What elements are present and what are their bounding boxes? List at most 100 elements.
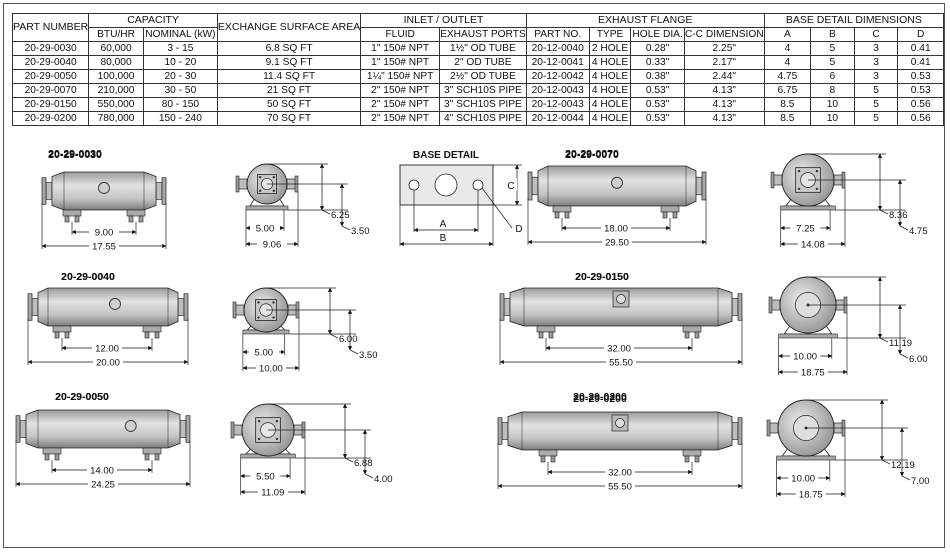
overall-dim-label-bg	[257, 486, 288, 497]
overall-dim-label: 9.06	[263, 240, 282, 251]
base-dim-label: 5.00	[255, 348, 274, 359]
end-collar	[531, 176, 539, 196]
table-header-row: PART NUMBER CAPACITY EXCHANGE SURFACE AR…	[11, 13, 945, 42]
base-leg	[128, 215, 134, 223]
fluid-port	[611, 176, 623, 189]
dim-c-label: C	[507, 181, 514, 192]
base-leg	[144, 331, 150, 339]
inner-dim-label-bg	[92, 342, 122, 353]
stand-base	[778, 333, 838, 339]
drawings-layer: 20-29-00309.0017.556.253.505.009.06BASE …	[15, 148, 930, 501]
side-flange	[232, 301, 237, 319]
spec-table: PART NUMBER CAPACITY EXCHANGE SURFACE AR…	[11, 13, 945, 126]
col-exchange-area: EXCHANGE SURFACE AREA	[216, 13, 362, 42]
side-nozzle	[234, 304, 245, 316]
axis-dim-label: 4.75	[909, 226, 928, 237]
axis-dim-label: 3.50	[351, 226, 370, 237]
stand-base	[776, 455, 836, 461]
axis-dim-leader	[899, 353, 909, 359]
side-flange	[230, 421, 235, 439]
inner-dim-label: 32.00	[607, 344, 631, 355]
base-dim-label-bg	[250, 222, 280, 233]
base-detail-title: BASE DETAIL	[413, 150, 479, 161]
bolt-hole	[258, 189, 262, 193]
cell-hole: 0.53"	[630, 111, 685, 126]
height-dim-leader	[879, 209, 889, 215]
cell-part: 20-29-0200	[11, 111, 90, 126]
base-foot	[682, 449, 702, 457]
bolt-hole	[275, 437, 279, 441]
height-dim-label: 6.00	[339, 334, 358, 345]
base-leg	[74, 215, 80, 223]
drawing-title: 20-29-0050	[55, 391, 109, 403]
base-leg	[540, 455, 546, 463]
shell-body	[25, 409, 181, 449]
cell-flange-part: 20-12-0044	[525, 111, 590, 126]
inner-dim-label: 18.00	[604, 224, 628, 235]
bolt-hole	[257, 316, 260, 319]
drawing-title-d0150: 20-29-0150	[575, 271, 629, 283]
bolt-hole	[272, 189, 276, 193]
base-dim-label: 10.00	[791, 474, 815, 485]
drawing-title-d0050: 20-29-0050	[55, 391, 109, 403]
exhaust-flange	[185, 415, 191, 443]
overall-dim-label: 24.25	[91, 480, 115, 491]
height-dim-label: 8.36	[889, 210, 908, 221]
side-nozzle	[237, 178, 248, 190]
base-leg	[154, 453, 160, 461]
bolt-hole	[815, 169, 819, 173]
base-leg	[64, 215, 70, 223]
base-foot	[126, 209, 146, 217]
exhaust-flange	[497, 417, 503, 445]
axis-dim-leader	[341, 225, 351, 231]
inner-dim-label-bg	[605, 466, 635, 477]
overall-dim-label: 20.00	[96, 358, 120, 369]
inner-dim-label-bg	[87, 464, 117, 475]
mount-hole	[408, 179, 420, 191]
overall-dim-label-bg	[795, 488, 826, 499]
shell-body	[37, 287, 179, 327]
exhaust-flange	[41, 177, 47, 205]
height-dim-leader	[321, 209, 331, 215]
bolt-hole	[275, 419, 279, 423]
drawing-title-d0030: 20-29-0030	[48, 148, 102, 160]
end-collar	[177, 298, 185, 316]
cell-c: 5	[853, 111, 899, 126]
base-foot	[142, 447, 162, 455]
base-foot	[552, 205, 572, 213]
side-flange	[766, 419, 771, 437]
overall-dim-label-bg	[797, 238, 828, 249]
cell-area: 70 SQ FT	[216, 111, 362, 126]
bolt-hole	[797, 169, 801, 173]
drawing-title: 20-29-0030	[48, 149, 102, 161]
exhaust-flange	[527, 171, 533, 201]
overall-dim-label-bg	[89, 240, 119, 251]
height-dim-label: 6.25	[331, 210, 350, 221]
cell-b: 10	[810, 97, 855, 112]
overall-dim-label-bg	[93, 356, 123, 367]
bolt-hole	[272, 175, 276, 179]
side-flange	[770, 171, 775, 189]
axis-dim-label: 4.00	[374, 474, 393, 485]
col-inlet-outlet: INLET / OUTLET	[360, 13, 527, 28]
base-foot	[538, 449, 558, 457]
end-collar	[501, 422, 509, 440]
base-leg	[550, 455, 556, 463]
height-dim-leader	[329, 333, 339, 339]
bolt-hole	[815, 187, 819, 191]
base-dim-label: 5.00	[256, 224, 275, 235]
overall-dim-label-bg	[602, 236, 632, 247]
base-leg	[694, 331, 700, 339]
cell-fluid: 2" 150# NPT	[360, 111, 441, 126]
exhaust-flange	[27, 293, 33, 321]
base-dim-label-bg	[790, 222, 821, 233]
overall-dim-label: 18.75	[799, 490, 823, 501]
